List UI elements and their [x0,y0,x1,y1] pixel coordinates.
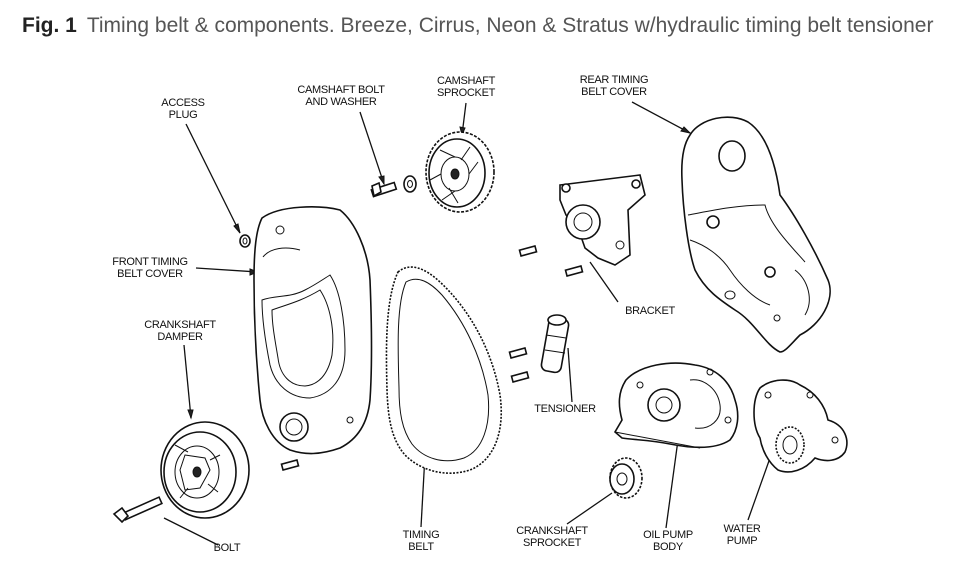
label-bolt: BOLT [214,542,241,554]
label-tensioner: TENSIONER [534,403,596,415]
crankshaft-sprocket [609,457,643,499]
camshaft-sprocket [425,131,495,213]
figure-caption-text: Timing belt & components. Breeze, Cirrus… [86,14,934,37]
label-bracket: BRACKET [625,305,675,317]
rear-timing-belt-cover [680,116,831,353]
timing-belt [385,266,502,474]
tensioner [508,314,570,383]
bracket [518,174,646,277]
figure-caption: Fig. 1 Timing belt & components. Breeze, … [22,14,933,38]
water-pump [753,379,848,473]
damper-bolt [112,496,163,524]
figure-number: Fig. 1 [22,14,77,37]
oil-pump-body [613,362,739,449]
access-plug [239,234,251,248]
camshaft-bolt-and-washer [370,175,417,198]
front-timing-belt-cover [253,206,373,471]
crankshaft-damper [160,421,250,519]
